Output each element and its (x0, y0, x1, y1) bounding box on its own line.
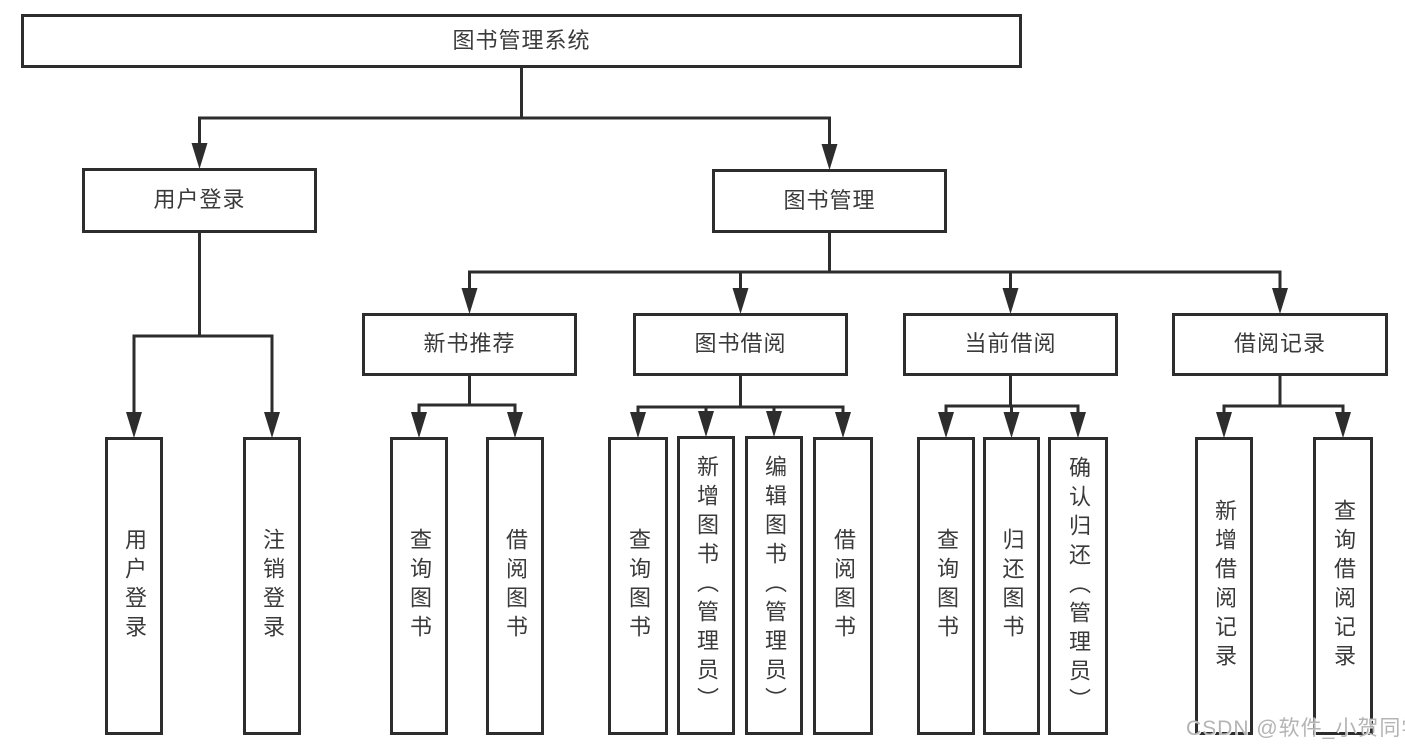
node-current-borrow: 当前借阅 (903, 313, 1118, 376)
node-label-leaf-bb-edit: 编辑图书（管理员） (762, 455, 787, 716)
node-leaf-cb-confirm: 确认归还（管理员） (1048, 437, 1108, 735)
edge-root (191, 68, 838, 170)
node-label-new-book-rec: 新书推荐 (423, 331, 516, 357)
node-leaf-logout: 注销登录 (243, 437, 301, 735)
node-leaf-bb-add: 新增图书（管理员） (677, 436, 735, 735)
node-leaf-user-login: 用户登录 (105, 437, 163, 735)
arrowhead-icon (766, 411, 782, 437)
arrowhead-icon (191, 143, 208, 169)
node-label-root: 图书管理系统 (452, 27, 591, 53)
node-label-leaf-br-add: 新增借阅记录 (1212, 499, 1237, 673)
arrowhead-icon (1335, 412, 1351, 438)
node-label-leaf-bb-query: 查询图书 (626, 528, 651, 644)
arrowhead-icon (835, 412, 851, 438)
node-borrow-records: 借阅记录 (1172, 313, 1388, 376)
node-label-user-login: 用户登录 (153, 187, 246, 213)
node-label-leaf-cb-confirm: 确认归还（管理员） (1066, 455, 1091, 717)
arrowhead-icon (411, 412, 427, 438)
node-leaf-bb-edit: 编辑图书（管理员） (745, 436, 803, 735)
node-leaf-bb-borrow: 借阅图书 (813, 437, 873, 735)
arrowhead-icon (1003, 412, 1020, 438)
watermark: CSDN @软件_小贺同学 (1186, 717, 1405, 740)
node-label-leaf-rec-borrow: 借阅图书 (503, 528, 528, 644)
node-label-leaf-bb-add: 新增图书（管理员） (694, 455, 719, 716)
arrowhead-icon (461, 288, 478, 314)
node-leaf-cb-return: 归还图书 (983, 437, 1040, 735)
node-new-book-rec: 新书推荐 (362, 313, 577, 376)
arrowhead-icon (1002, 288, 1019, 314)
arrowhead-icon (1070, 412, 1086, 438)
arrowhead-icon (126, 412, 142, 438)
node-label-leaf-br-query: 查询借阅记录 (1331, 499, 1356, 673)
arrowhead-icon (1216, 412, 1232, 438)
arrowhead-icon (938, 412, 954, 438)
edge-current-borrow (938, 376, 1086, 438)
node-leaf-br-add: 新增借阅记录 (1195, 437, 1253, 735)
node-label-leaf-cb-query: 查询图书 (934, 528, 959, 644)
node-user-login: 用户登录 (82, 168, 317, 233)
node-book-mgmt: 图书管理 (712, 169, 947, 233)
arrowhead-icon (264, 412, 280, 438)
arrowhead-icon (630, 412, 646, 438)
node-label-leaf-logout: 注销登录 (260, 528, 285, 644)
edge-borrow-records (1216, 376, 1351, 438)
node-leaf-rec-query: 查询图书 (390, 437, 448, 735)
node-root: 图书管理系统 (21, 14, 1022, 68)
node-leaf-rec-borrow: 借阅图书 (486, 437, 544, 735)
edge-book-borrow (630, 376, 851, 438)
node-book-borrow: 图书借阅 (633, 313, 848, 376)
node-leaf-br-query: 查询借阅记录 (1313, 437, 1373, 735)
node-label-book-borrow: 图书借阅 (694, 331, 787, 357)
edge-book-mgmt (461, 233, 1288, 314)
edge-user-login (126, 233, 280, 438)
arrowhead-icon (698, 411, 714, 437)
edge-new-book-rec (411, 376, 523, 438)
node-label-borrow-records: 借阅记录 (1233, 331, 1326, 357)
node-leaf-cb-query: 查询图书 (917, 437, 975, 735)
node-label-leaf-rec-query: 查询图书 (407, 528, 432, 644)
node-label-current-borrow: 当前借阅 (964, 331, 1057, 357)
node-label-book-mgmt: 图书管理 (783, 187, 876, 213)
node-label-leaf-cb-return: 归还图书 (999, 528, 1025, 644)
arrowhead-icon (507, 412, 523, 438)
node-label-leaf-user-login: 用户登录 (122, 528, 147, 644)
node-label-leaf-bb-borrow: 借阅图书 (831, 528, 856, 644)
node-leaf-bb-query: 查询图书 (608, 437, 668, 735)
arrowhead-icon (1272, 288, 1288, 314)
arrowhead-icon (732, 288, 749, 314)
arrowhead-icon (821, 144, 838, 170)
